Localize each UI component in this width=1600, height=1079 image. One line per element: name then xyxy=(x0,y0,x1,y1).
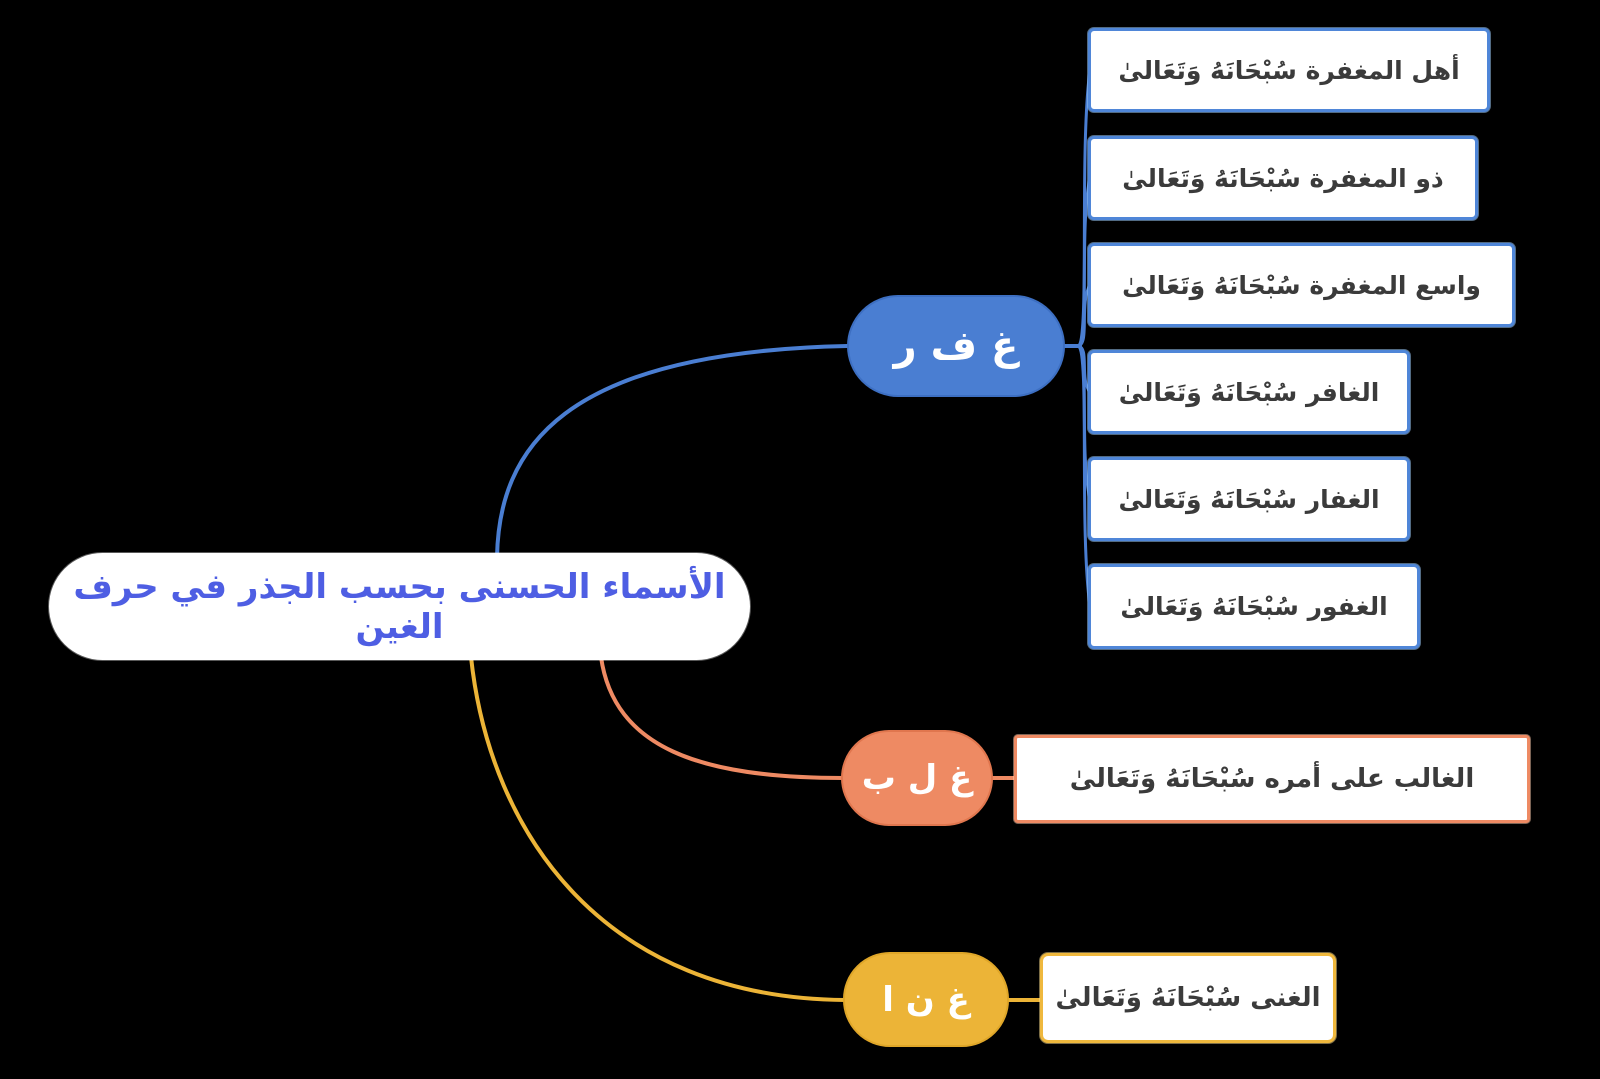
connector-root-to-ghfr xyxy=(495,344,849,559)
branch-node-gh-f-r[interactable]: غ ف ر xyxy=(847,295,1065,397)
leaf-dhu-almaghfira[interactable]: ذو المغفرة سُبْحَانَهُ وَتَعَالىٰ xyxy=(1088,136,1478,220)
connector-root-to-ghlb xyxy=(599,655,845,780)
branch-node-gh-n-a[interactable]: غ ن ا xyxy=(843,952,1009,1047)
leaf-ahl-almaghfira[interactable]: أهل المغفرة سُبْحَانَهُ وَتَعَالىٰ xyxy=(1088,28,1490,112)
connector-ghfr-leaf-3 xyxy=(1076,283,1092,348)
leaf-alghalib[interactable]: الغالب على أمره سُبْحَانَهُ وَتَعَالىٰ xyxy=(1014,735,1530,823)
connector-root-to-ghna xyxy=(469,655,847,1002)
leaf-wasi-almaghfira[interactable]: واسع المغفرة سُبْحَانَهُ وَتَعَالىٰ xyxy=(1088,243,1515,327)
leaf-alghafir[interactable]: الغافر سُبْحَانَهُ وَتَعَالىٰ xyxy=(1088,350,1410,434)
leaf-alghani[interactable]: الغنى سُبْحَانَهُ وَتَعَالىٰ xyxy=(1040,953,1336,1043)
leaf-alghafur[interactable]: الغفور سُبْحَانَهُ وَتَعَالىٰ xyxy=(1088,564,1420,649)
leaf-alghaffar[interactable]: الغفار سُبْحَانَهُ وَتَعَالىٰ xyxy=(1088,457,1410,541)
connector-ghfr-leaf-6 xyxy=(1076,344,1092,608)
branch-node-gh-l-b[interactable]: غ ل ب xyxy=(841,730,993,826)
connector-ghfr-leaf-2 xyxy=(1076,176,1092,348)
root-topic[interactable]: الأسماء الحسنى بحسب الجذر في حرف الغين xyxy=(49,553,750,660)
